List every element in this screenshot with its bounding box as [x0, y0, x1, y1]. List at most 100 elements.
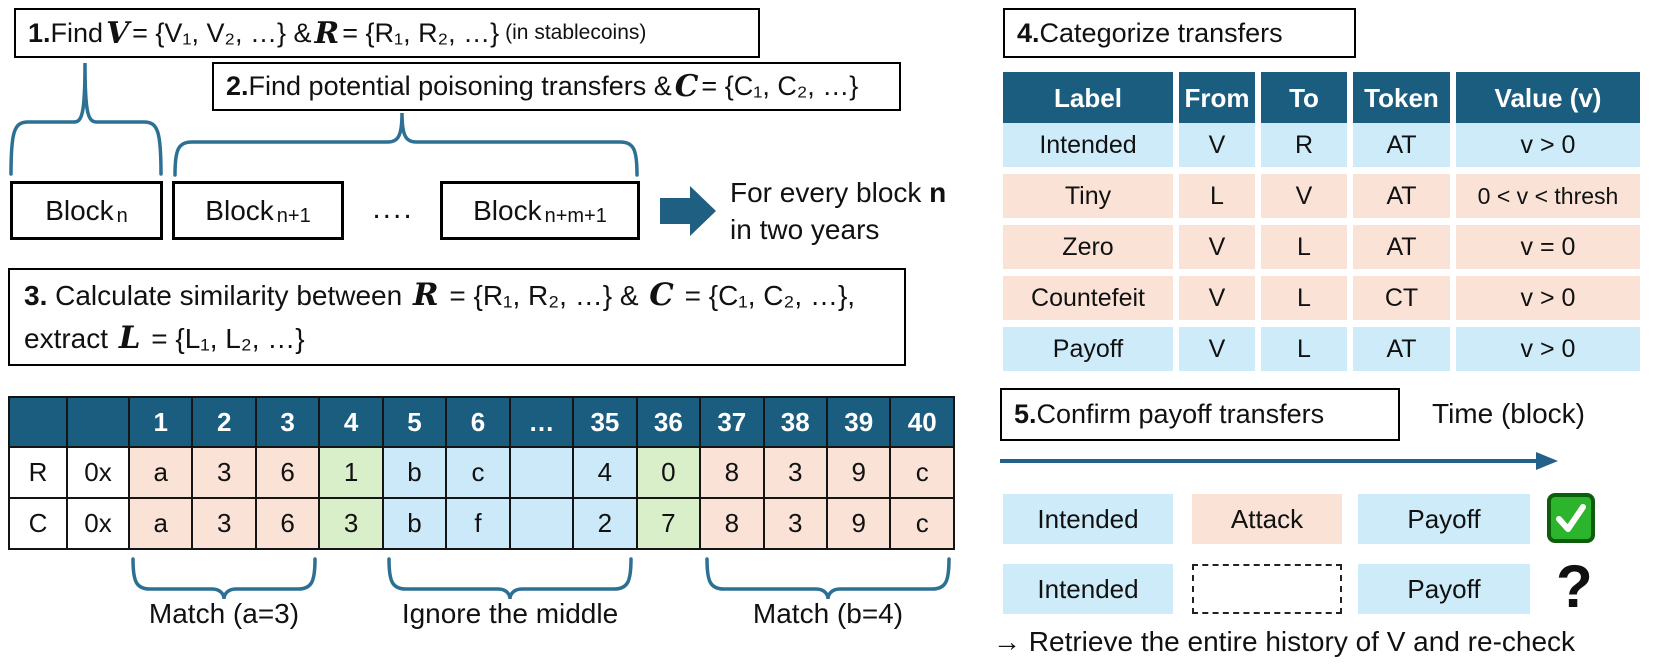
step1-number: 1.	[28, 17, 51, 48]
category-header-value: Value (v)	[1456, 72, 1640, 124]
step1-set-r: = {R₁, R₂, …}	[342, 17, 500, 48]
category-cell: Intended	[1003, 123, 1173, 167]
header-cell: 4	[318, 396, 384, 448]
hex-cell: a	[127, 497, 194, 550]
category-cell: V	[1179, 327, 1255, 371]
brace-step2-to-blocks	[173, 112, 639, 177]
category-cell: Payoff	[1003, 327, 1173, 371]
hex-cell: b	[381, 497, 448, 550]
header-cell: 40	[889, 396, 955, 448]
question-mark: ?	[1556, 553, 1593, 620]
category-header-token: Token	[1353, 72, 1450, 124]
step3-text-1: Calculate similarity between	[55, 280, 410, 311]
category-cell: L	[1261, 327, 1347, 371]
step3-number: 3.	[24, 280, 48, 311]
block-n1-subscript: n+1	[276, 205, 311, 227]
category-cell: CT	[1353, 276, 1450, 320]
step1-set-v: = {V₁, V₂, …} &	[132, 17, 312, 48]
block-nm1-subscript: n+m+1	[544, 205, 607, 227]
hex-cell: a	[127, 446, 194, 499]
header-cell: 6	[445, 396, 511, 448]
hex-cell: 9	[825, 497, 892, 550]
category-cell: L	[1261, 276, 1347, 320]
step5-number: 5.	[1014, 399, 1037, 429]
hex-cell: c	[889, 446, 955, 499]
category-cell: v > 0	[1456, 123, 1640, 167]
category-cell: AT	[1353, 123, 1450, 167]
category-cell: R	[1261, 123, 1347, 167]
script-c-symbol: C	[674, 69, 699, 104]
hex-prefix: 0x	[66, 446, 130, 499]
for-every-block-note: For every block n in two years	[730, 174, 980, 248]
step3-text-extract: extract	[24, 323, 116, 354]
retrieve-history-note: → Retrieve the entire history of V and r…	[993, 626, 1576, 657]
category-header-to: To	[1261, 72, 1347, 124]
header-cell: 36	[635, 396, 702, 448]
step3-box: 3. Calculate similarity between R = {R₁,…	[8, 268, 906, 366]
step2-text: Find potential poisoning transfers &	[248, 71, 672, 101]
step1-text-find: Find	[50, 17, 104, 48]
script-c-symbol-2: C	[649, 277, 674, 313]
category-cell: Countefeit	[1003, 276, 1173, 320]
block-nm1-label: Block	[473, 194, 542, 226]
script-l-symbol: L	[118, 320, 141, 356]
hex-cell: 1	[318, 446, 384, 499]
transfer-chip-intended-1: Intended	[1003, 494, 1173, 544]
brace-match-prefix	[131, 557, 317, 600]
hex-cell: b	[381, 446, 448, 499]
category-cell: V	[1261, 174, 1347, 218]
category-header-from: From	[1179, 72, 1255, 124]
for-every-text-2: in two years	[730, 214, 880, 245]
script-r-symbol: R	[314, 15, 340, 51]
hex-prefix: 0x	[66, 497, 130, 550]
step2-box: 2. Find potential poisoning transfers & …	[212, 62, 901, 111]
hex-cell: 8	[699, 446, 765, 499]
header-cell: 37	[699, 396, 765, 448]
time-axis-arrow	[1000, 452, 1558, 470]
hex-cell: 6	[254, 446, 321, 499]
hex-cell: 7	[635, 497, 702, 550]
hex-cell: f	[445, 497, 511, 550]
block-n-subscript: n	[116, 205, 128, 227]
row-name: C	[8, 497, 68, 550]
category-cell: V	[1179, 123, 1255, 167]
hex-cell: 8	[699, 497, 765, 550]
script-v-symbol: V	[106, 15, 130, 51]
header-cell: …	[508, 396, 575, 448]
for-every-text-1: For every block	[730, 177, 930, 208]
header-cell: 5	[381, 396, 448, 448]
hex-cell: 6	[254, 497, 321, 550]
step3-set-r: = {R₁, R₂, …} &	[449, 280, 647, 311]
block-n1-label: Block	[205, 194, 274, 226]
header-cell	[66, 396, 130, 448]
step5-title: Confirm payoff transfers	[1036, 399, 1325, 429]
address-row-c: C 0x a 3 6 3 b f 2 7 8 3 9 c	[8, 497, 955, 550]
blocks-ellipsis: ....	[372, 191, 414, 225]
for-every-bold-n: n	[929, 177, 947, 208]
category-cell: 0 < v < thresh	[1456, 174, 1640, 218]
block-n-label: Block	[45, 194, 114, 226]
hex-cell: 3	[762, 446, 828, 499]
step4-number: 4.	[1017, 17, 1040, 48]
hex-cell: 3	[191, 446, 257, 499]
brace-match-suffix	[705, 557, 951, 600]
step4-title: Categorize transfers	[1039, 17, 1283, 48]
step2-set-c: = {C₁, C₂, …}	[701, 71, 859, 101]
hex-cell: c	[889, 497, 955, 550]
hex-cell: 3	[318, 497, 384, 550]
category-cell: L	[1261, 225, 1347, 269]
ignore-middle-label: Ignore the middle	[401, 598, 619, 629]
category-cell: Zero	[1003, 225, 1173, 269]
hex-cell	[508, 497, 575, 550]
address-row-r: R 0x a 3 6 1 b c 4 0 8 3 9 c	[8, 446, 955, 499]
hex-cell: 3	[762, 497, 828, 550]
category-cell: AT	[1353, 327, 1450, 371]
hex-cell: 0	[635, 446, 702, 499]
category-cell: AT	[1353, 174, 1450, 218]
category-cell: v = 0	[1456, 225, 1640, 269]
category-cell: v > 0	[1456, 327, 1640, 371]
hex-cell	[508, 446, 575, 499]
brace-step1-to-block-n	[9, 62, 163, 176]
